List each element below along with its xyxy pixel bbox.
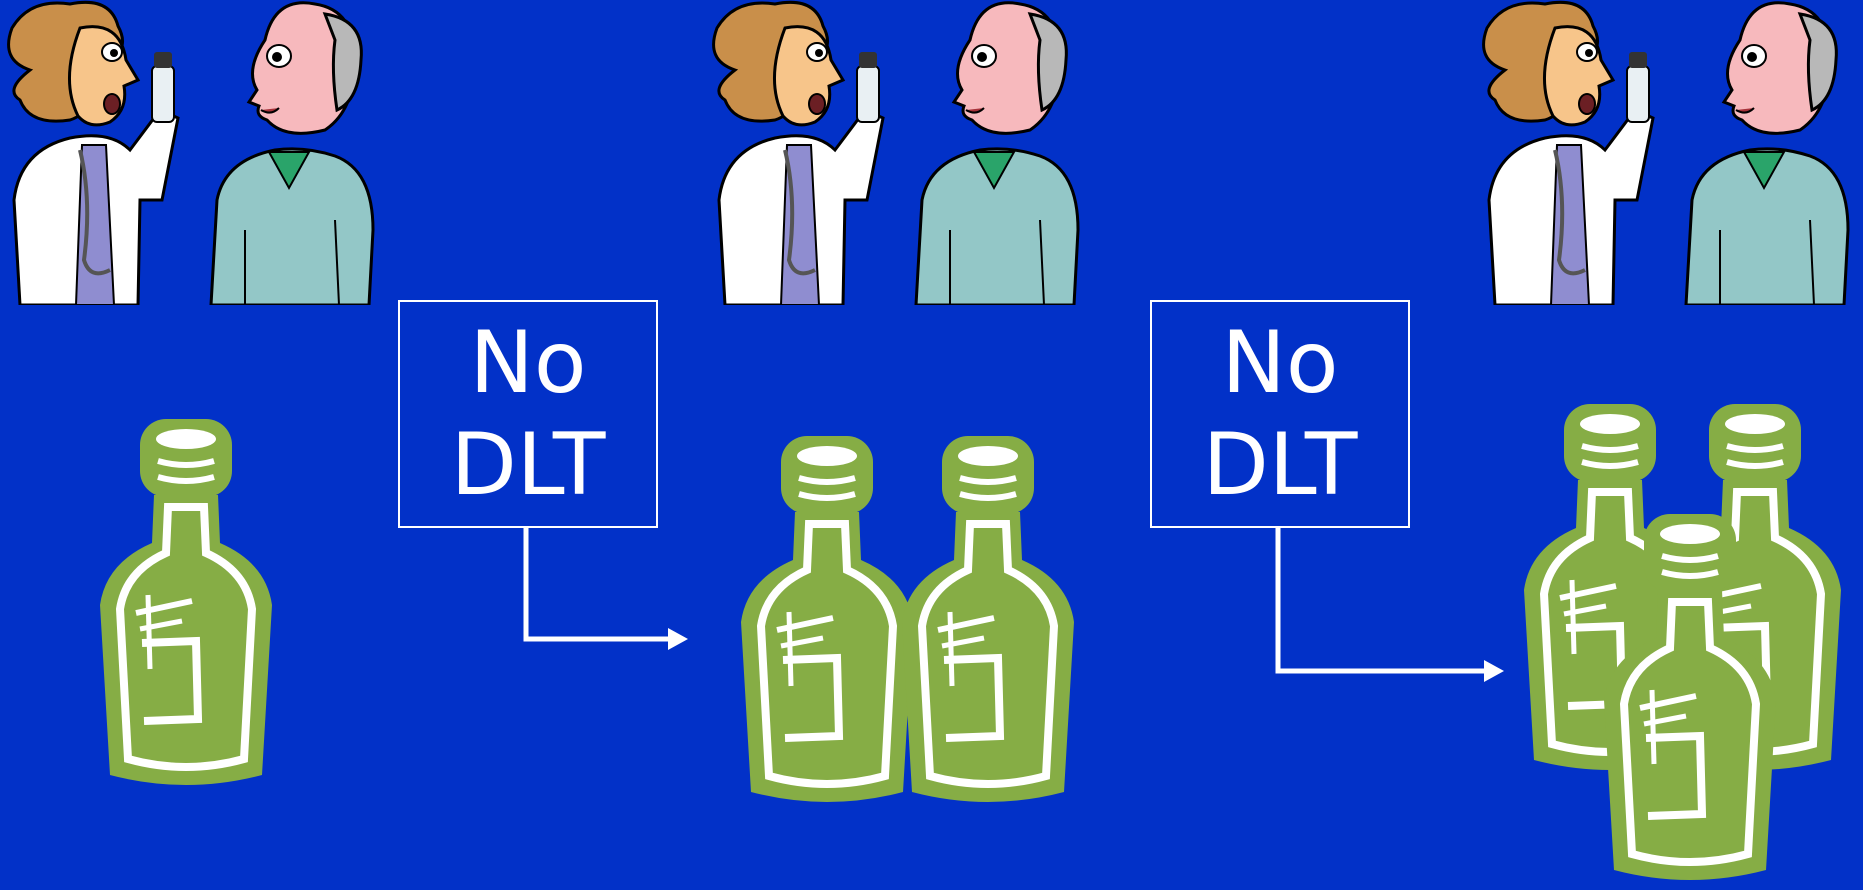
arrow-icon [526,526,688,650]
arrow-icon [1278,526,1504,682]
